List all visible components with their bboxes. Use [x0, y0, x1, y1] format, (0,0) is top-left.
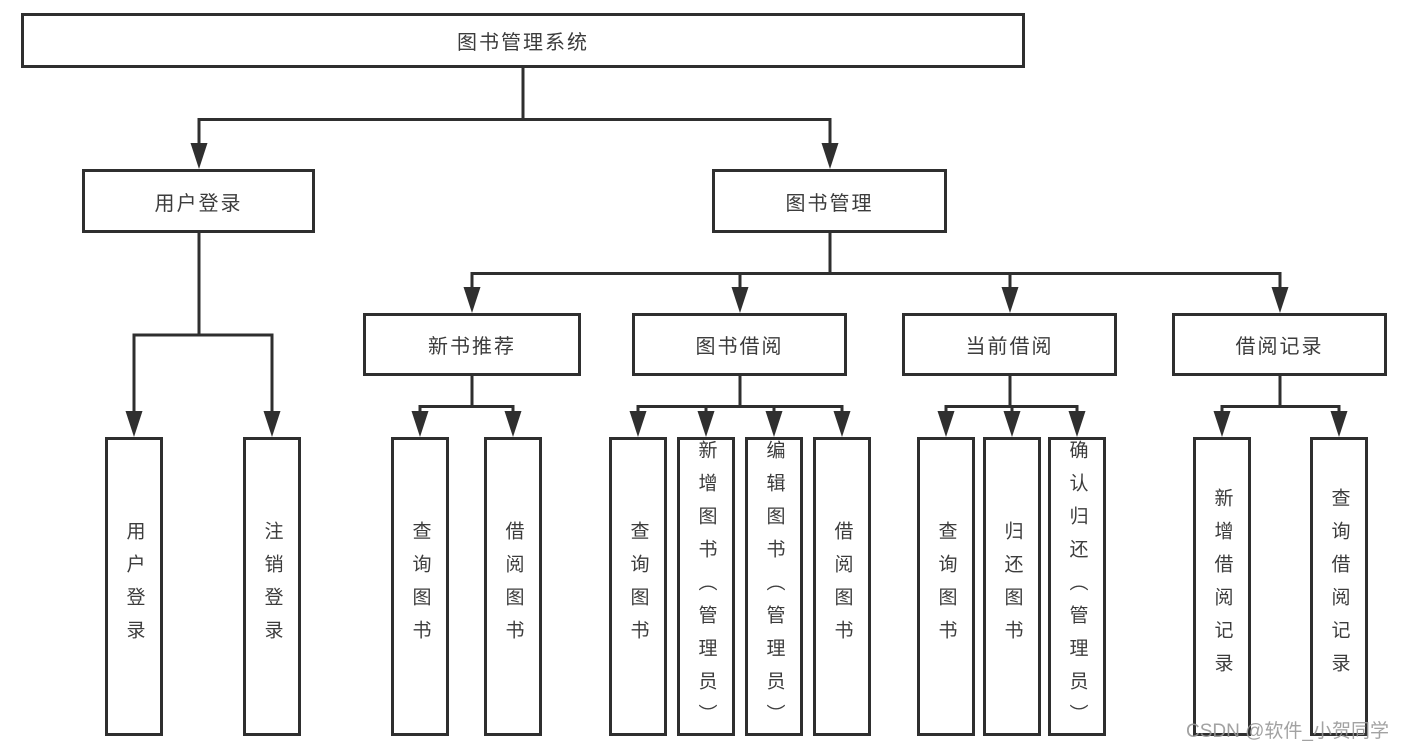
node-label: 查询图书 [627, 520, 649, 653]
arrow-down-icon [1003, 411, 1021, 437]
node-label: 新书推荐 [428, 336, 516, 358]
leaf-add-book-admin: 新增图书（管理员） [677, 437, 735, 737]
node-label: 当前借阅 [965, 336, 1054, 358]
arrow-down-icon [190, 143, 208, 169]
arrow-down-icon [125, 411, 143, 437]
tree-edges [132, 68, 1341, 414]
node-current-borrow: 当前借阅 [902, 313, 1117, 376]
leaf-return-book: 归还图书 [983, 437, 1041, 736]
arrow-down-icon [1271, 287, 1289, 313]
leaf-query-book-2: 查询图书 [609, 437, 667, 736]
arrow-down-icon [765, 411, 783, 437]
arrow-down-icon [411, 411, 429, 437]
leaf-edit-book-admin: 编辑图书（管理员） [745, 437, 803, 737]
arrow-down-icon [263, 411, 281, 437]
node-label: 编辑图书（管理员） [763, 440, 785, 737]
arrow-down-icon [697, 411, 715, 437]
leaf-confirm-return-admin: 确认归还（管理员） [1048, 437, 1106, 737]
arrow-down-icon [937, 411, 955, 437]
leaf-query-book-1: 查询图书 [391, 437, 449, 736]
arrow-down-icon [1213, 411, 1231, 437]
node-label: 查询图书 [935, 520, 957, 653]
node-label: 用户登录 [154, 192, 243, 215]
arrow-down-icon [731, 287, 749, 313]
node-user-login: 用户登录 [82, 169, 315, 233]
arrow-down-icon [463, 287, 481, 313]
arrow-down-icon [504, 411, 522, 437]
node-label: 用户登录 [123, 520, 145, 653]
node-library-system: 图书管理系统 [21, 13, 1025, 68]
leaf-borrow-book-1: 借阅图书 [484, 437, 542, 736]
node-label: 查询借阅记录 [1328, 487, 1350, 686]
node-label: 借阅图书 [831, 520, 853, 653]
node-label: 归还图书 [1001, 520, 1023, 653]
node-new-book-recommend: 新书推荐 [363, 313, 581, 376]
node-label: 新增图书（管理员） [695, 440, 717, 737]
leaf-query-book-3: 查询图书 [917, 437, 975, 736]
arrow-down-icon [629, 411, 647, 437]
node-borrow-record: 借阅记录 [1172, 313, 1387, 376]
leaf-query-borrow-record: 查询借阅记录 [1310, 437, 1368, 736]
leaf-user-login: 用户登录 [105, 437, 163, 736]
csdn-watermark: CSDN @软件_小贺同学 [1186, 721, 1389, 742]
arrow-down-icon [821, 143, 839, 169]
arrowheads [125, 143, 1348, 437]
node-label: 图书管理系统 [457, 32, 589, 54]
leaf-add-borrow-record: 新增借阅记录 [1193, 437, 1251, 736]
leaf-logout: 注销登录 [243, 437, 301, 736]
node-label: 图书借阅 [695, 336, 784, 358]
node-label: 图书管理 [785, 192, 874, 215]
node-label: 注销登录 [261, 520, 283, 653]
arrow-down-icon [1001, 287, 1019, 313]
arrow-down-icon [1330, 411, 1348, 437]
arrow-down-icon [1068, 411, 1086, 437]
leaf-borrow-book-2: 借阅图书 [813, 437, 871, 736]
node-book-borrow: 图书借阅 [632, 313, 847, 376]
node-label: 确认归还（管理员） [1066, 440, 1088, 737]
node-label: 借阅图书 [502, 520, 524, 653]
node-label: 新增借阅记录 [1211, 487, 1233, 686]
node-label: 借阅记录 [1235, 336, 1324, 358]
arrow-down-icon [833, 411, 851, 437]
node-label: 查询图书 [409, 520, 431, 653]
node-book-management: 图书管理 [712, 169, 947, 233]
